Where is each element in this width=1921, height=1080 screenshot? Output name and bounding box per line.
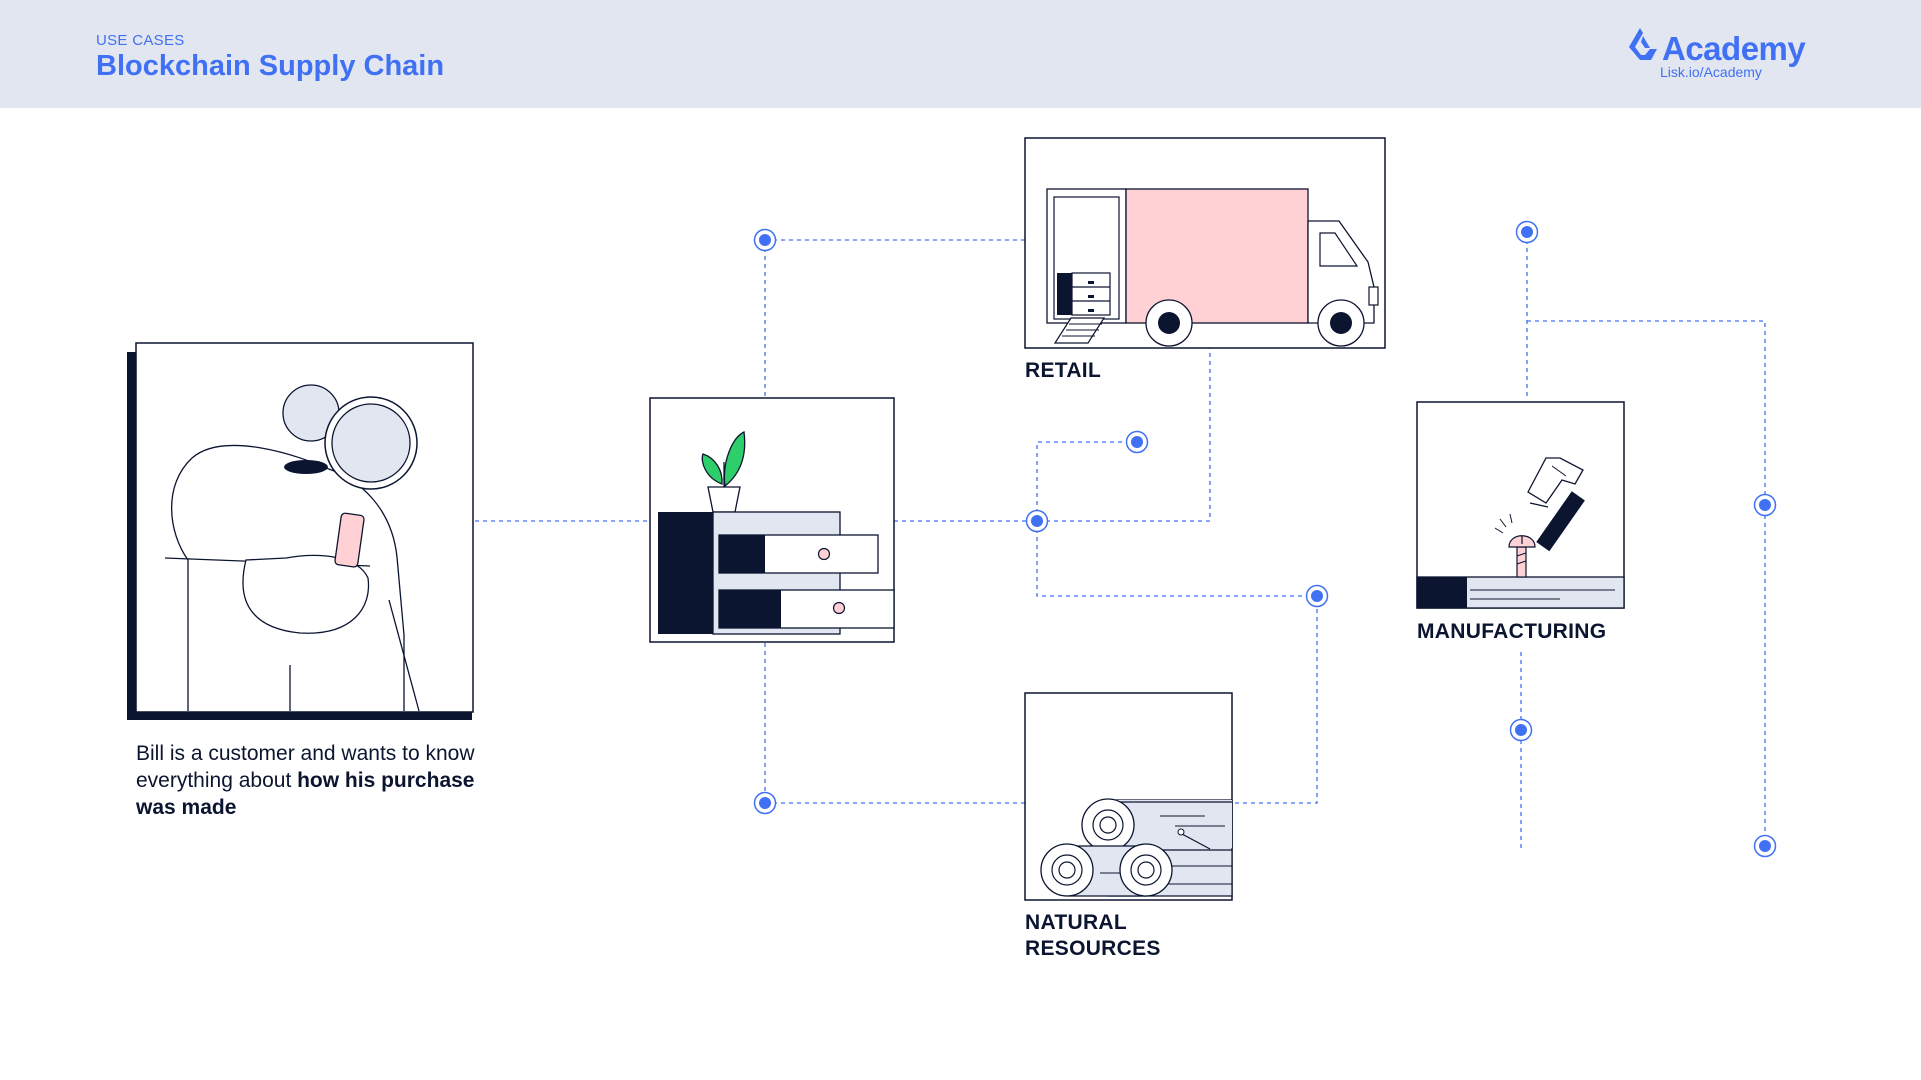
caption-emphasis: how his purchase was made: [136, 769, 475, 819]
caption-text: Bill is a customer and wants to know eve…: [136, 742, 475, 792]
node-dot: [1025, 509, 1049, 533]
page-title: Blockchain Supply Chain: [96, 50, 445, 82]
header-bar: USE CASES Blockchain Supply Chain Academ…: [0, 0, 1921, 108]
logs-icon: [1024, 692, 1233, 901]
connector-nodes: [753, 220, 1777, 858]
brand-name: Academy: [1662, 30, 1806, 67]
brand-url[interactable]: Lisk.io/Academy: [1660, 64, 1762, 80]
section-kicker: USE CASES: [96, 32, 185, 49]
node-dot: [753, 228, 777, 252]
node-dot: [1305, 584, 1329, 608]
node-dot: [1753, 834, 1777, 858]
hammer-and-screw-icon: [1416, 401, 1625, 609]
natural-resources-label: NATURAL RESOURCES: [1025, 911, 1161, 960]
brand-logo[interactable]: Academy Lisk.io/Academy: [1626, 26, 1806, 86]
retail-label: RETAIL: [1025, 359, 1102, 382]
manufacturing-label: MANUFACTURING: [1417, 620, 1607, 643]
node-dot: [1125, 430, 1149, 454]
lisk-logo-icon: [1629, 28, 1657, 60]
customer-with-magnifier-icon: [127, 342, 474, 720]
customer-caption: Bill is a customer and wants to know eve…: [136, 740, 476, 821]
delivery-truck-icon: [1024, 137, 1386, 349]
node-dot: [1515, 220, 1539, 244]
drawer-cabinet-icon: [649, 397, 895, 643]
node-dot: [1509, 718, 1533, 742]
node-dot: [753, 791, 777, 815]
node-dot: [1753, 493, 1777, 517]
